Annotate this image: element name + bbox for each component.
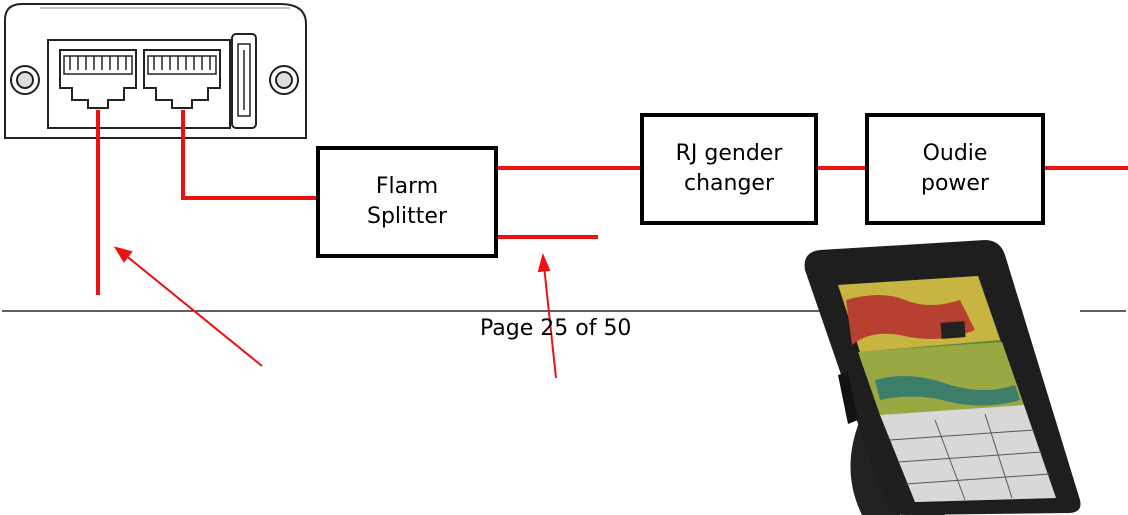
flarm-splitter-label-line1: Flarm [375,174,439,199]
flight-computer-device [4,3,307,139]
oudie-power-label-line1: Oudie [922,141,988,166]
cable-device-to-splitter [181,110,318,200]
arrow-middle-icon [537,252,557,379]
rj-port-2-icon [143,49,221,109]
left-screw-icon [10,65,40,95]
rj-gender-changer-label-line2: changer [683,171,774,196]
right-screw-icon [269,65,299,95]
flarm-splitter-box: Flarm Splitter [316,146,498,258]
oudie-power-box: Oudie power [865,113,1045,225]
page-number: Page 25 of 50 [480,316,632,341]
arrow-left-icon [113,246,263,367]
cables [96,110,1128,295]
usb-port-icon [231,33,257,129]
rj-gender-changer-label-line1: RJ gender [675,141,783,166]
flarm-splitter-label-line2: Splitter [367,204,447,229]
rj-gender-changer-box: RJ gender changer [640,113,818,225]
oudie-device-image [804,240,1081,515]
oudie-power-label-line2: power [921,171,989,196]
rj-port-1-icon [59,49,137,109]
